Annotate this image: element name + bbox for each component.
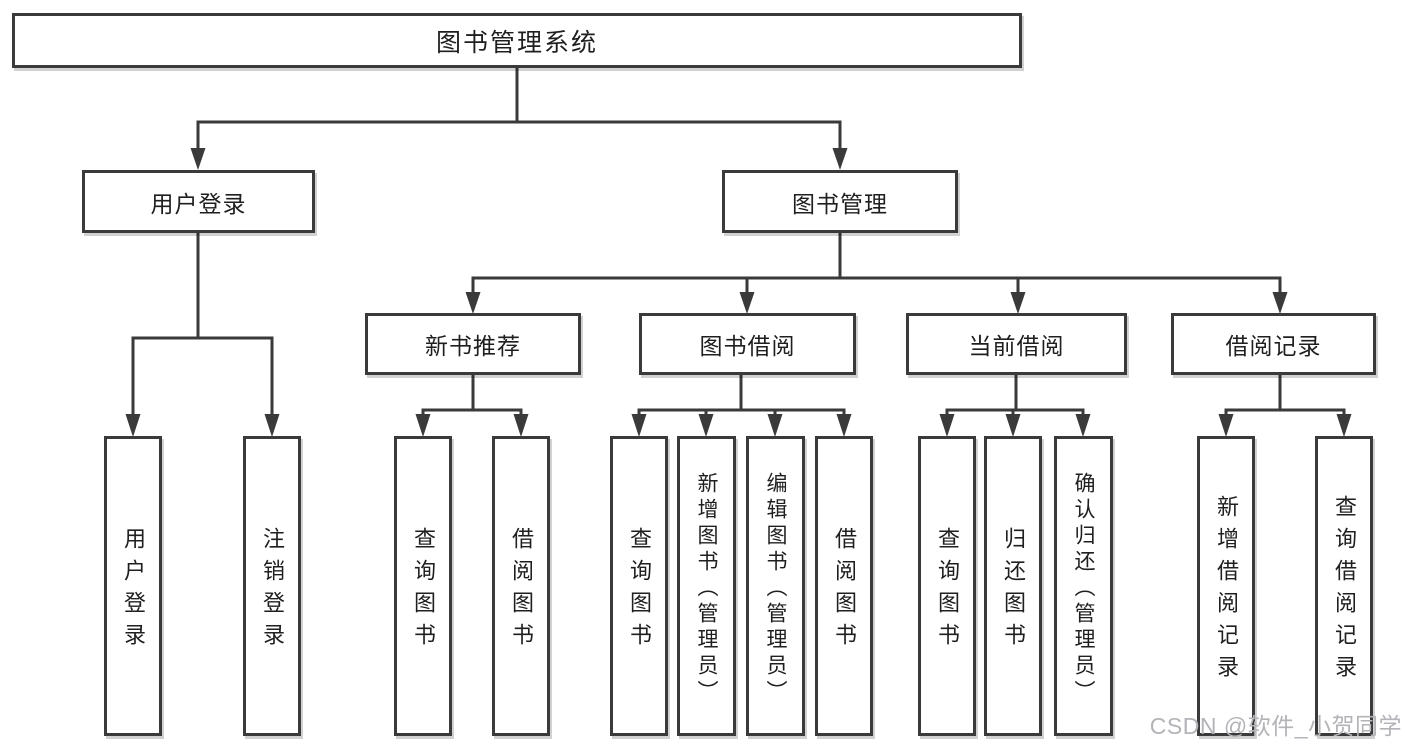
leaf-query-book-3: 查询图书 [918,436,976,736]
leaf-edit-book-admin-label: 编辑图书（管理员） [764,471,787,706]
leaf-logout: 注销登录 [243,436,301,736]
node-borrow-records: 借阅记录 [1171,313,1376,375]
leaf-add-book-admin-label: 新增图书（管理员） [695,471,718,706]
leaf-borrow-book-2: 借阅图书 [815,436,873,736]
leaf-borrow-book-2-label: 借阅图书 [832,527,857,655]
leaf-borrow-book-1: 借阅图书 [492,436,550,736]
node-new-book-rec-label: 新书推荐 [425,333,521,359]
leaf-query-borrow-record: 查询借阅记录 [1315,436,1373,736]
node-borrow-records-label: 借阅记录 [1225,333,1322,359]
leaf-query-book-1: 查询图书 [394,436,452,736]
leaf-query-book-2: 查询图书 [610,436,668,736]
node-root: 图书管理系统 [12,13,1022,68]
node-current-borrow-label: 当前借阅 [968,333,1065,359]
leaf-query-book-3-label: 查询图书 [935,527,960,655]
node-book-mgmt-label: 图书管理 [792,190,888,217]
watermark: CSDN @软件_小贺同学 [1149,713,1402,739]
node-root-label: 图书管理系统 [435,28,598,57]
leaf-borrow-book-1-label: 借阅图书 [509,527,534,655]
leaf-query-book-2-label: 查询图书 [627,527,652,655]
node-user-login: 用户登录 [82,170,315,233]
leaf-query-book-1-label: 查询图书 [411,527,436,655]
node-book-borrow: 图书借阅 [639,313,856,375]
leaf-add-borrow-record-label: 新增借阅记录 [1214,495,1239,687]
node-user-login-label: 用户登录 [150,190,247,217]
leaf-confirm-return-admin-label: 确认归还（管理员） [1072,471,1095,706]
node-book-mgmt: 图书管理 [722,170,958,233]
leaf-logout-label: 注销登录 [260,527,285,655]
leaf-confirm-return-admin: 确认归还（管理员） [1054,436,1113,736]
node-current-borrow: 当前借阅 [906,313,1127,375]
leaf-return-book: 归还图书 [984,436,1042,736]
leaf-user-login-label: 用户登录 [121,527,146,655]
leaf-user-login: 用户登录 [104,436,162,736]
node-new-book-rec: 新书推荐 [365,313,581,375]
node-book-borrow-label: 图书借阅 [699,333,796,359]
leaf-add-borrow-record: 新增借阅记录 [1197,436,1255,736]
leaf-edit-book-admin: 编辑图书（管理员） [746,436,805,736]
leaf-query-borrow-record-label: 查询借阅记录 [1332,495,1357,687]
leaf-add-book-admin: 新增图书（管理员） [677,436,736,736]
leaf-return-book-label: 归还图书 [1001,527,1026,655]
